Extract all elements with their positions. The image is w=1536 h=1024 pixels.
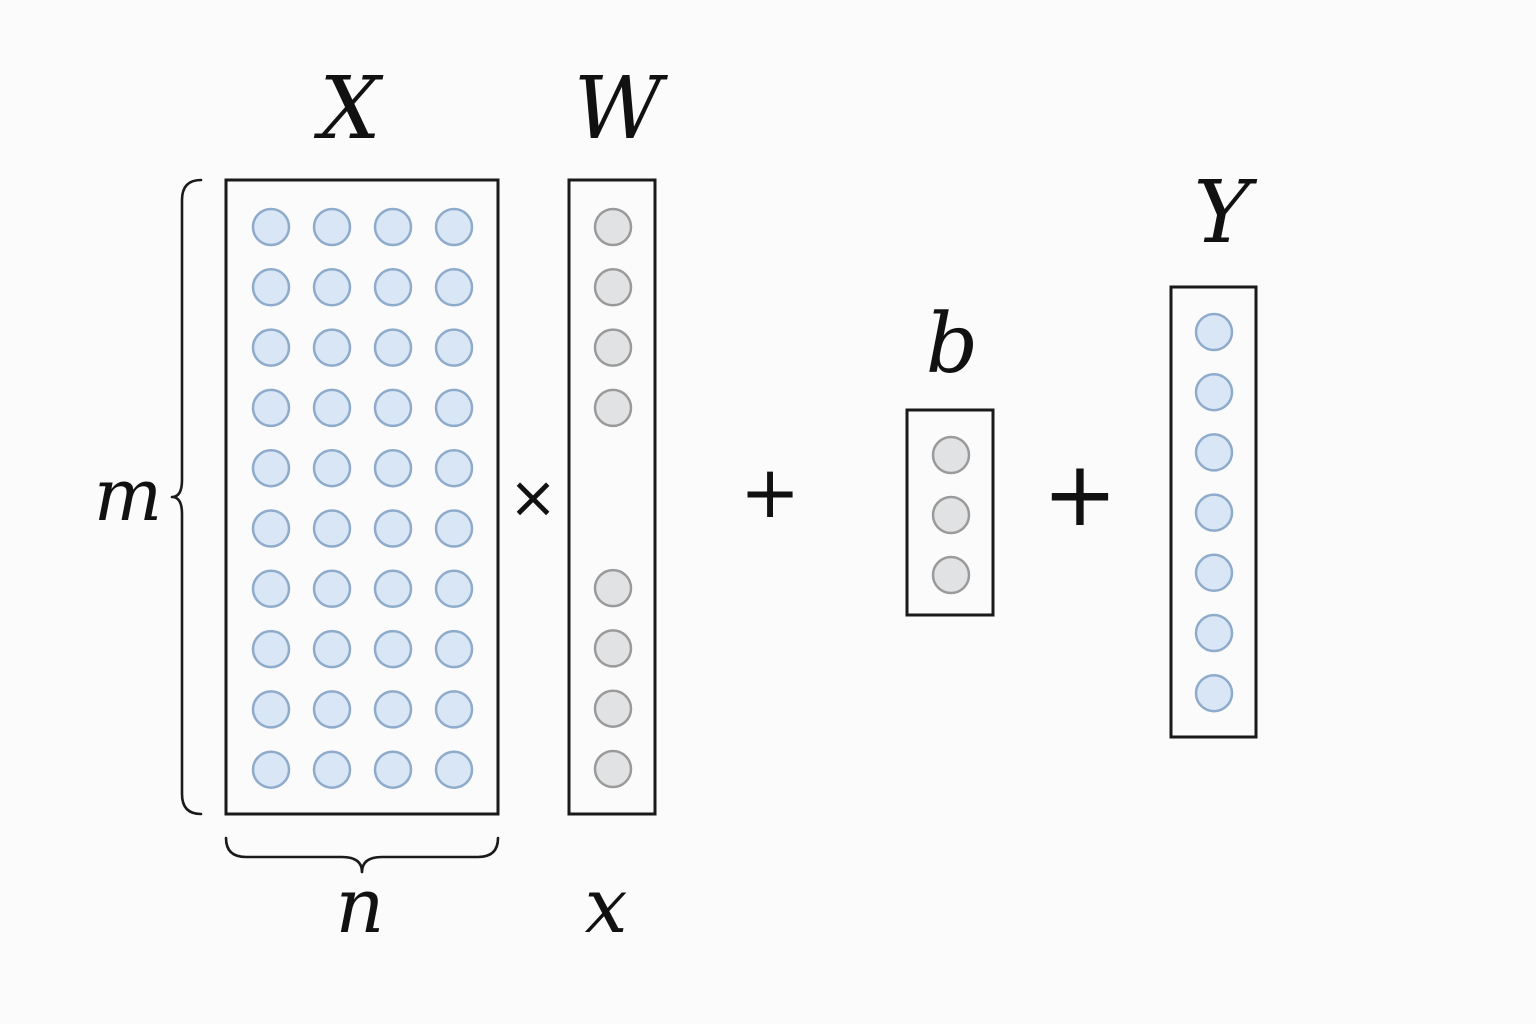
vector-w-node (593, 629, 633, 668)
matrix-x-node (434, 207, 474, 247)
matrix-x-node (312, 328, 352, 367)
vector-y-node (1194, 372, 1234, 412)
vector-w-node (593, 568, 633, 608)
columns-brace: n (224, 836, 500, 950)
vector-b-node (931, 435, 971, 475)
vector-w-node (593, 207, 633, 247)
matrix-x-node (373, 629, 413, 669)
vector-w-box (567, 178, 657, 816)
matrix-x-node (251, 448, 291, 488)
matrix-x-box (224, 178, 500, 816)
matrix-x-node (251, 750, 291, 789)
vector-w-label: W (574, 59, 669, 159)
columns-brace-shape (224, 836, 500, 874)
matrix-x-node (251, 629, 291, 669)
plus-sign-2: + (1042, 442, 1117, 547)
vector-w-node (593, 388, 633, 428)
matrix-x-node (373, 207, 413, 247)
vector-y-nodes (1194, 312, 1234, 713)
vector-b-nodes (931, 435, 971, 595)
vector-y-label: Y (1194, 163, 1258, 263)
matrix-x-node (434, 509, 474, 548)
matrix-x-node (251, 268, 291, 307)
matrix-x-node (251, 388, 291, 428)
matrix-x-node (251, 509, 291, 548)
vector-w-node (593, 268, 633, 307)
vector-y: Y (1169, 163, 1258, 739)
vector-w-node (593, 749, 633, 789)
matrix-x-node (312, 448, 352, 488)
vector-b-node (931, 555, 971, 595)
matrix-x-node (312, 388, 352, 428)
vector-y-node (1194, 613, 1234, 653)
vector-y-node (1194, 673, 1234, 713)
matrix-x-node (434, 388, 474, 428)
matrix-x-node (434, 569, 474, 609)
matrix-x-node (251, 569, 291, 609)
rows-label-m: m (94, 453, 162, 537)
matrix-x-node (434, 690, 474, 729)
rows-brace-shape (170, 178, 203, 816)
rows-brace: m (94, 178, 203, 816)
matrix-x-node (312, 207, 352, 247)
vector-y-node (1194, 553, 1234, 593)
matrix-x-node (312, 268, 352, 307)
vector-b: b (905, 297, 995, 617)
matrix-x-node (373, 690, 413, 729)
vector-y-box (1169, 285, 1258, 739)
matrix-x-node (312, 569, 352, 609)
matrix-x-node (373, 388, 413, 428)
matrix-x-label: X (313, 59, 384, 159)
vector-y-node (1194, 493, 1234, 532)
matrix-x-node (312, 629, 352, 669)
matrix-x-node (434, 629, 474, 669)
vector-b-box (905, 408, 995, 617)
matrix-x-nodes (251, 207, 474, 789)
matrix-x-node (373, 569, 413, 609)
matrix-x-node (373, 509, 413, 548)
vector-y-node (1194, 312, 1234, 352)
matrix-x-node (434, 328, 474, 367)
matrix-x-node (373, 268, 413, 307)
matrix-x-node (312, 690, 352, 729)
matrix-x-node (312, 509, 352, 548)
matrix-x-node (434, 750, 474, 789)
matrix-x-node (434, 268, 474, 307)
matrix-x-node (312, 750, 352, 789)
vector-x-label: x (585, 861, 628, 950)
times-sign: × (509, 463, 558, 531)
matrix-x-node (373, 750, 413, 789)
matrix-x-node (373, 328, 413, 367)
matrix-x: X (224, 59, 500, 816)
vector-w-node (593, 689, 633, 728)
vector-w-nodes (593, 207, 633, 789)
matrix-x-node (251, 207, 291, 247)
vector-b-label: b (926, 297, 979, 392)
matrix-x-node (251, 328, 291, 367)
plus-sign-1: + (740, 450, 800, 534)
matrix-x-node (434, 448, 474, 488)
matrix-x-node (373, 448, 413, 488)
vector-w: W x (567, 59, 669, 950)
vector-y-node (1194, 433, 1234, 472)
vector-w-node (593, 328, 633, 367)
matrix-x-node (251, 690, 291, 729)
vector-b-node (931, 495, 971, 535)
columns-label-n: n (336, 861, 385, 950)
